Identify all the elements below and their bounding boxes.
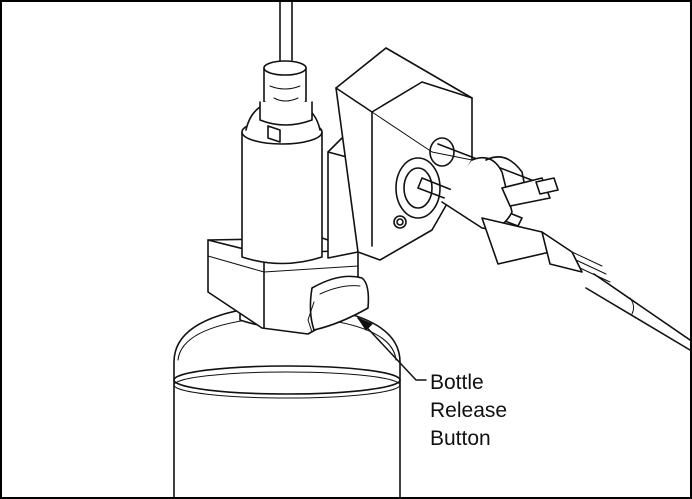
bottle	[173, 303, 401, 497]
connector-assembly	[417, 143, 690, 351]
callout-leader	[357, 317, 427, 381]
bottle-release-button-label: Bottle Release Button	[430, 371, 508, 450]
release-button-shape	[307, 275, 370, 333]
gearbox	[335, 47, 473, 261]
cable-fitting	[259, 2, 313, 143]
